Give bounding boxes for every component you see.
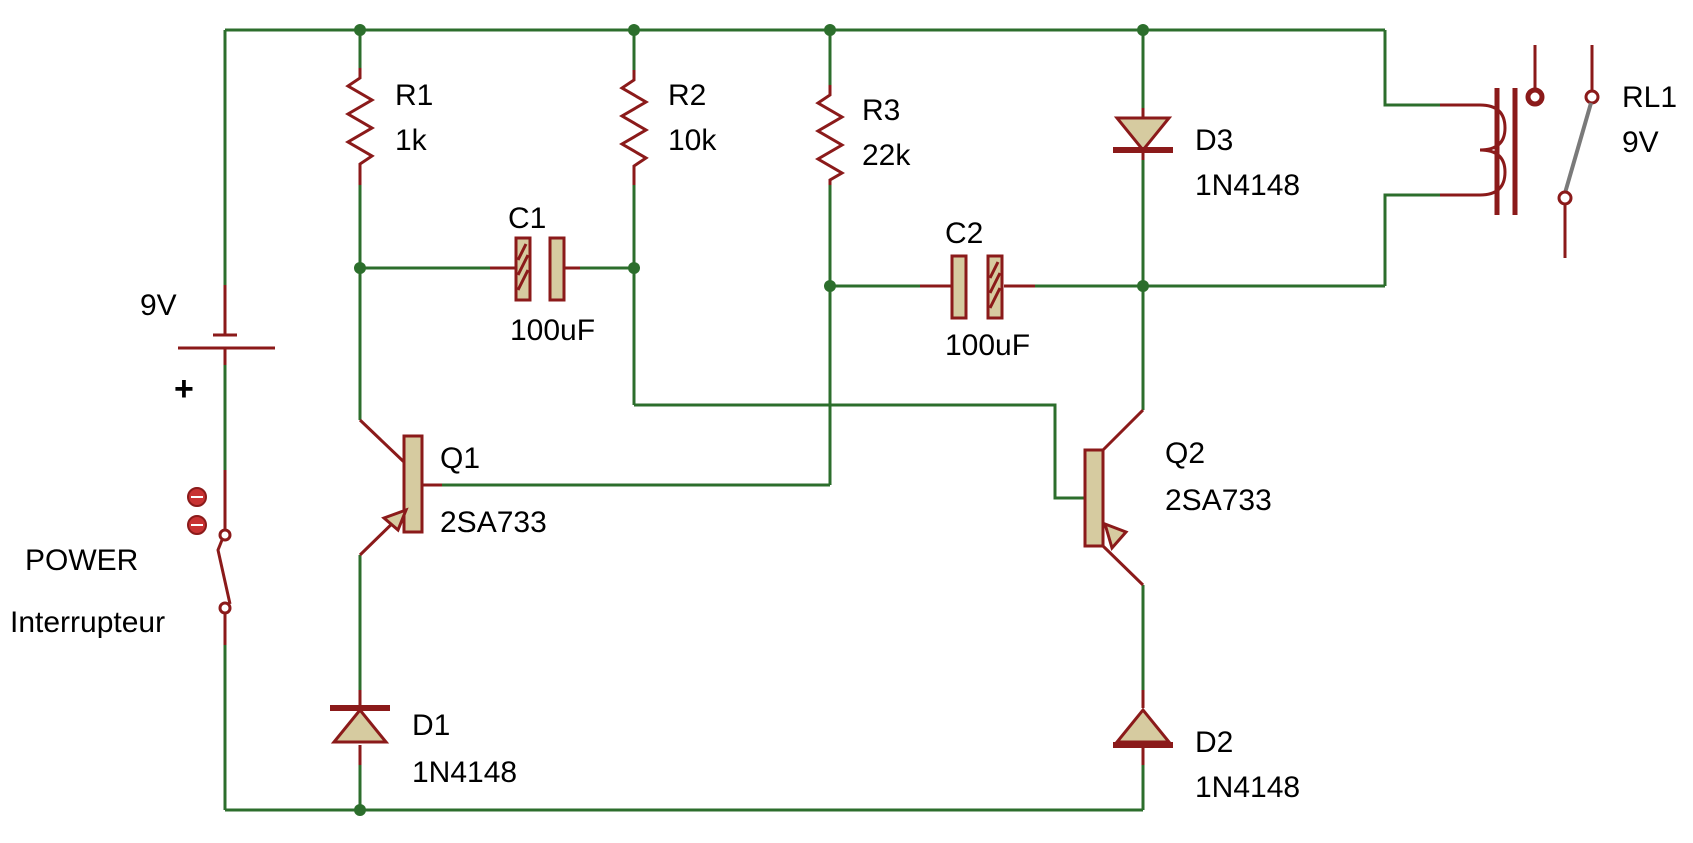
capacitor-c1: C1 100uF <box>490 202 595 347</box>
r2-ref-label: R2 <box>668 79 706 112</box>
d1-value-label: 1N4148 <box>412 756 517 789</box>
switch-label: POWER <box>25 544 138 577</box>
c1-ref-label: C1 <box>508 202 546 235</box>
diode-d1: D1 1N4148 <box>330 690 517 789</box>
resistor-r2: R2 10k <box>619 70 717 185</box>
r1-ref-label: R1 <box>395 79 433 112</box>
switch-sublabel: Interrupteur <box>10 606 165 639</box>
battery-polarity-label: + <box>174 370 194 408</box>
battery-9v: 9V + <box>140 285 275 408</box>
d2-ref-label: D2 <box>1195 726 1233 759</box>
r1-value-label: 1k <box>395 124 428 157</box>
transistor-q1: Q1 2SA733 <box>358 418 547 557</box>
resistor-r1: R1 1k <box>345 68 433 185</box>
d1-ref-label: D1 <box>412 709 450 742</box>
relay-contact-arm <box>1563 102 1593 194</box>
diode-d2: D2 1N4148 <box>1113 690 1300 804</box>
wires <box>223 28 1440 812</box>
junction-dots <box>354 24 1149 816</box>
transistor-q2: Q2 2SA733 <box>1083 408 1272 587</box>
q1-ref-label: Q1 <box>440 442 480 475</box>
diode-d3: D3 1N4148 <box>1113 108 1300 202</box>
d2-value-label: 1N4148 <box>1195 771 1300 804</box>
r3-value-label: 22k <box>862 139 911 172</box>
capacitor-c2: C2 100uF <box>920 217 1035 362</box>
power-switch: POWER Interrupteur <box>10 470 232 645</box>
rl1-ref-label: RL1 <box>1622 81 1677 114</box>
r2-value-label: 10k <box>668 124 717 157</box>
resistor-r3: R3 22k <box>815 85 911 185</box>
rl1-value-label: 9V <box>1622 126 1659 159</box>
c2-ref-label: C2 <box>945 217 983 250</box>
battery-value-label: 9V <box>140 289 177 322</box>
r3-ref-label: R3 <box>862 94 900 127</box>
c1-value-label: 100uF <box>510 314 595 347</box>
d3-value-label: 1N4148 <box>1195 169 1300 202</box>
relay-coil-icon <box>1440 103 1507 197</box>
c2-value-label: 100uF <box>945 329 1030 362</box>
q2-ref-label: Q2 <box>1165 437 1205 470</box>
relay-rl1: RL1 9V <box>1440 45 1677 258</box>
d3-ref-label: D3 <box>1195 124 1233 157</box>
q2-value-label: 2SA733 <box>1165 484 1272 517</box>
q1-value-label: 2SA733 <box>440 506 547 539</box>
